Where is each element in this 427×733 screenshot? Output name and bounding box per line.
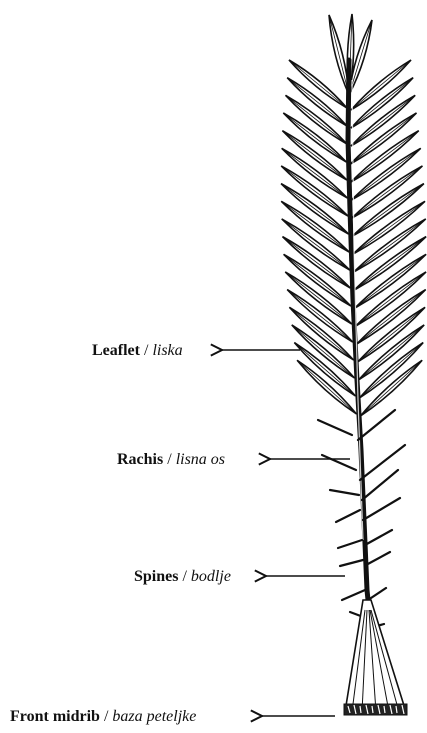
spine <box>340 560 363 566</box>
label-leaflet-name: Leaflet <box>92 342 140 359</box>
spine <box>318 420 352 435</box>
spine <box>365 530 392 545</box>
label-separator: / <box>140 342 152 359</box>
label-leaflet-translation: liska <box>152 342 182 359</box>
label-front-midrib-name: Front midrib <box>10 708 100 725</box>
spine <box>366 552 390 565</box>
label-front-midrib: Front midrib / baza peteljke <box>10 709 196 725</box>
label-rachis-name: Rachis <box>117 451 163 468</box>
label-rachis: Rachis / lisna os <box>117 452 225 468</box>
spine <box>363 498 400 520</box>
label-spines: Spines / bodlje <box>134 569 231 585</box>
front-midrib-base <box>344 600 407 715</box>
spine <box>360 445 405 480</box>
leaflet-midrib <box>329 15 349 95</box>
label-separator: / <box>100 708 112 725</box>
spine <box>330 490 359 495</box>
spine <box>342 590 365 600</box>
label-rachis-translation: lisna os <box>176 451 225 468</box>
spine <box>336 510 360 522</box>
spine <box>368 588 386 600</box>
label-leaflet: Leaflet / liska <box>92 343 183 359</box>
label-spines-name: Spines <box>134 568 178 585</box>
label-separator: / <box>178 568 190 585</box>
label-separator: / <box>163 451 175 468</box>
label-front-midrib-translation: baza peteljke <box>112 708 196 725</box>
spine <box>338 540 362 548</box>
label-spines-translation: bodlje <box>191 568 231 585</box>
spine <box>322 455 356 470</box>
